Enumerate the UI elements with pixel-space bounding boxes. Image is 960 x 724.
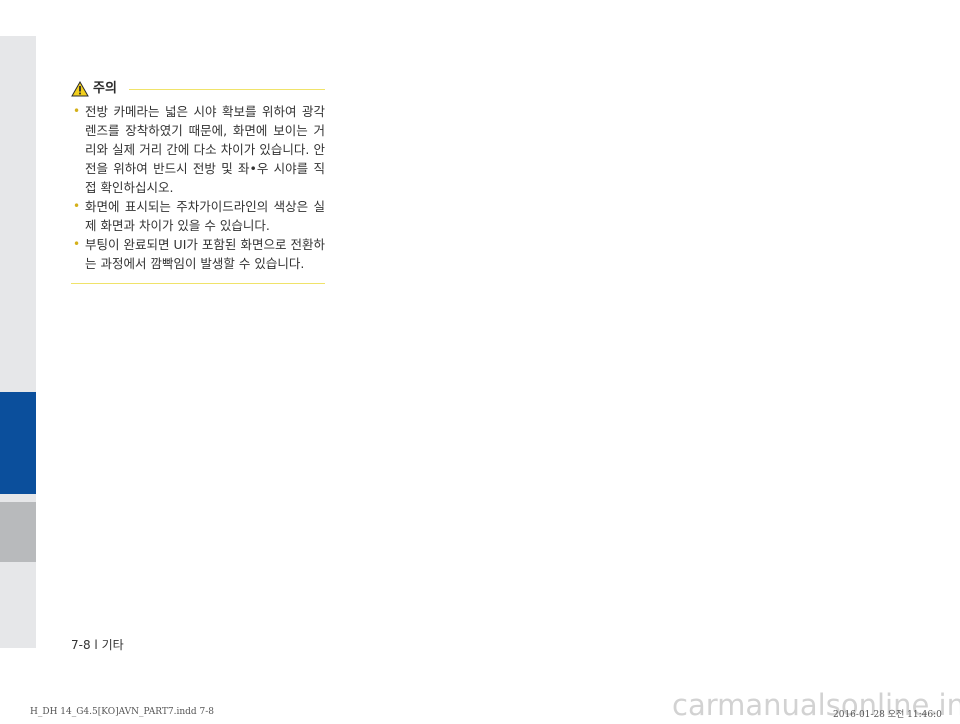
caution-item-text: 전방 카메라는 넓은 시야 확보를 위하여 광각렌즈를 장착하였기 때문에, 화…	[85, 104, 325, 195]
print-date: 2016-01-28 오전 11:46:0	[833, 710, 942, 720]
caution-item: • 부팅이 완료되면 UI가 포함된 화면으로 전환하는 과정에서 깜빡임이 발…	[71, 235, 325, 273]
warning-triangle-icon	[71, 81, 89, 97]
print-file-info: H_DH 14_G4.5[KO]AVN_PART7.indd 7-8	[30, 707, 215, 717]
caution-list: • 전방 카메라는 넓은 시야 확보를 위하여 광각렌즈를 장착하였기 때문에,…	[71, 102, 325, 273]
bullet-icon: •	[73, 199, 81, 213]
caution-box: 주의 • 전방 카메라는 넓은 시야 확보를 위하여 광각렌즈를 장착하였기 때…	[71, 80, 325, 284]
caution-header: 주의	[71, 80, 325, 98]
caution-title: 주의	[93, 81, 117, 96]
caution-item: • 화면에 표시되는 주차가이드라인의 색상은 실제 화면과 차이가 있을 수 …	[71, 197, 325, 235]
header-divider	[129, 89, 325, 90]
caution-item: • 전방 카메라는 넓은 시야 확보를 위하여 광각렌즈를 장착하였기 때문에,…	[71, 102, 325, 197]
bullet-icon: •	[73, 104, 81, 118]
caution-item-text: 화면에 표시되는 주차가이드라인의 색상은 실제 화면과 차이가 있을 수 있습…	[85, 199, 325, 233]
bottom-divider	[71, 283, 325, 284]
chapter-tab	[0, 502, 36, 562]
chapter-tab-active	[0, 392, 36, 494]
page-number: 7-8 l 기타	[71, 638, 124, 652]
caution-item-text: 부팅이 완료되면 UI가 포함된 화면으로 전환하는 과정에서 깜빡임이 발생할…	[85, 237, 325, 271]
bullet-icon: •	[73, 237, 81, 251]
watermark: carmanualsonline.info	[672, 688, 960, 722]
